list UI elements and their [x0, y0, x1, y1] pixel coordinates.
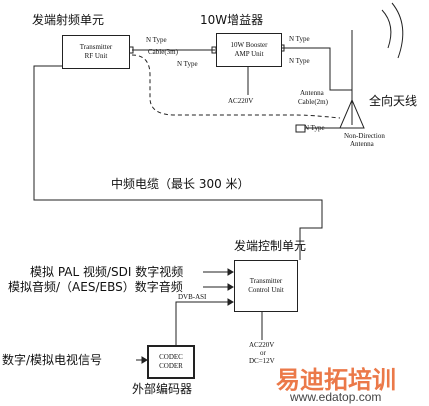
n-type-label-5: N Type	[304, 124, 325, 132]
watermark-url: www.edatop.com	[290, 390, 382, 404]
amp-to-antenna-cable	[282, 47, 352, 91]
amp-power-label: AC220V	[228, 97, 254, 105]
codec-line-1: CODEC	[159, 353, 183, 361]
if-cable	[33, 65, 323, 260]
watermark-brand: 易迪拓培训	[276, 366, 396, 394]
non-direction-label-2: Antenna	[350, 140, 374, 148]
rf-unit-title: 发端射频单元	[32, 13, 105, 27]
signal-arcs	[381, 9, 392, 49]
control-unit-title: 发端控制单元	[234, 239, 307, 253]
transmitter-rf-line-1: Transmitter	[79, 43, 113, 51]
video-input-label: 模拟 PAL 视频/SDI 数字视频	[30, 265, 184, 279]
n-type-label-2: N Type	[177, 60, 198, 68]
cable-3m-label: Cable(3m)	[148, 48, 178, 56]
control-unit-line-1: Transmitter	[249, 277, 283, 285]
codec-line-2: CODER	[159, 362, 183, 370]
transmitter-rf-unit-box: Transmitter RF Unit	[62, 35, 130, 69]
audio-input-label: 模拟音频/（AES/EBS）数字音频	[8, 280, 183, 294]
control-unit-line-2: Control Unit	[248, 286, 284, 294]
amp-title: 10W增益器	[200, 13, 264, 27]
non-direction-label-1: Non-Direction	[344, 132, 385, 140]
booster-amp-line-1: 10W Booster	[230, 41, 268, 49]
dashed-cable	[131, 54, 341, 119]
n-type-label-3: N Type	[289, 35, 310, 43]
booster-amp-box: 10W Booster AMP Unit	[216, 33, 282, 67]
codec-box: CODEC CODER	[147, 345, 195, 379]
antenna-cable-label-1: Antenna	[300, 89, 324, 97]
if-cable-label: 中频电缆（最长 300 米）	[111, 177, 250, 191]
dvb-asi-link	[175, 301, 232, 345]
ctrl-power-label-3: DC=12V	[249, 357, 275, 365]
ctrl-power-label-1: AC220V	[249, 341, 275, 349]
antenna-title: 全向天线	[369, 94, 418, 108]
n-type-label-1: N Type	[146, 36, 167, 44]
antenna-cable-label-2: Cable(2m)	[298, 98, 328, 106]
transmitter-rf-line-2: RF Unit	[84, 52, 108, 60]
control-unit-box: Transmitter Control Unit	[234, 260, 298, 312]
booster-amp-line-2: AMP Unit	[234, 50, 264, 58]
dvb-asi-label: DVB-ASI	[178, 293, 207, 301]
n-type-label-4: N Type	[289, 57, 310, 65]
external-encoder-label: 外部编码器	[132, 382, 193, 396]
ctrl-power-label-2: or	[260, 349, 266, 357]
tv-signal-label: 数字/模拟电视信号	[2, 353, 103, 367]
